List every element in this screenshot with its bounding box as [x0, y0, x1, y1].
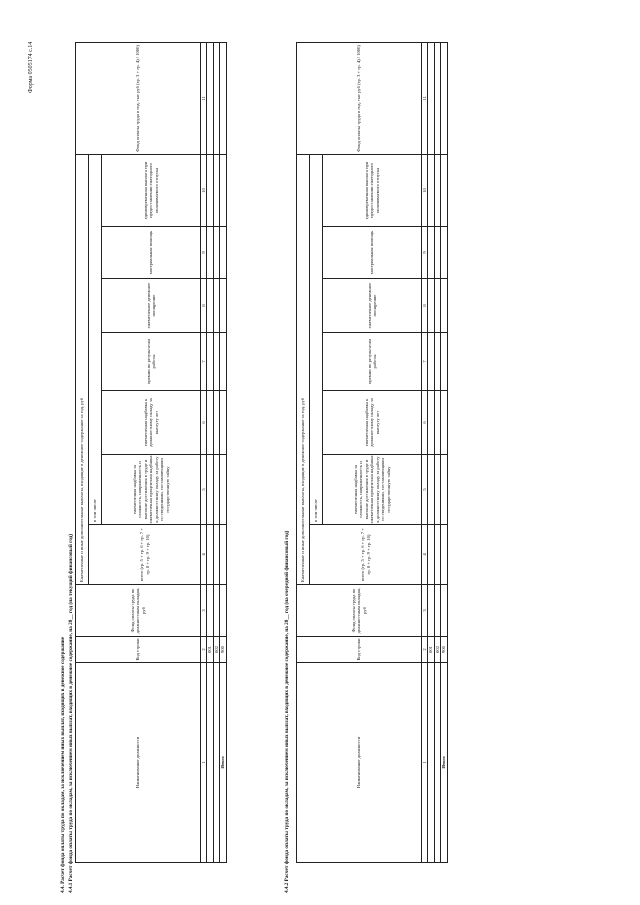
- header-col-7: премии по результатам работы: [101, 332, 201, 391]
- header-total: всего (гр. 5 + гр. 6 + гр. 7 + гр. 8 + г…: [309, 524, 422, 585]
- data-cell[interactable]: [440, 390, 448, 455]
- data-cell[interactable]: [440, 154, 448, 227]
- data-cell[interactable]: [219, 154, 227, 227]
- data-cell[interactable]: [219, 390, 227, 455]
- section-heading-4-4-2: 4.4.2 Расчет фонда оплаты труда по оклад…: [284, 530, 290, 893]
- section-heading-4-4-1: 4.4.1 Расчет фонда оплаты труда по оклад…: [68, 533, 74, 893]
- total-row: Итого 900: [219, 42, 227, 863]
- header-col-5: ежемесячная надбавка за сложность, напря…: [101, 454, 201, 525]
- header-incl: в том числе: [309, 154, 323, 525]
- header-col-6: ежемесячная надбавка к должностному окла…: [101, 390, 201, 455]
- row-code: 900: [219, 636, 227, 663]
- header-fund-salary: Фонд оплаты труда по должностным окладам…: [296, 584, 422, 637]
- data-cell[interactable]: [219, 278, 227, 333]
- header-position: Наименование должности: [296, 662, 422, 863]
- header-total: всего (гр. 5 + гр. 6 + гр. 7 + гр. 8 + г…: [88, 524, 201, 585]
- header-fund-year: Фонд оплаты труда в год, тыс руб (гр. 3 …: [75, 42, 201, 155]
- header-col-10: единовременная выплата при предоставлени…: [322, 154, 422, 227]
- total-label: Итого: [440, 662, 448, 863]
- data-cell[interactable]: [440, 278, 448, 333]
- data-cell[interactable]: [440, 226, 448, 279]
- header-fund-salary: Фонд оплаты труда по должностным окладам…: [75, 584, 201, 637]
- data-cell[interactable]: [219, 584, 227, 637]
- data-cell[interactable]: [440, 42, 448, 155]
- data-cell[interactable]: [440, 332, 448, 391]
- header-monthly-group: Ежемесячные и иные дополнительные выплат…: [296, 154, 310, 585]
- row-code: 900: [440, 636, 448, 663]
- section-heading-4-4: 4.4. Расчет фонда оплаты труда по оклада…: [60, 636, 66, 893]
- data-cell[interactable]: [219, 332, 227, 391]
- data-cell[interactable]: [440, 524, 448, 585]
- data-cell[interactable]: [219, 454, 227, 525]
- header-monthly-group: Ежемесячные и иные дополнительные выплат…: [75, 154, 89, 585]
- data-cell[interactable]: [219, 524, 227, 585]
- total-label: Итого: [219, 662, 227, 863]
- header-col-5: ежемесячная надбавка за сложность, напря…: [322, 454, 422, 525]
- header-col-6: ежемесячная надбавка к должностному окла…: [322, 390, 422, 455]
- header-code: Код строки: [296, 636, 422, 663]
- data-cell[interactable]: [440, 584, 448, 637]
- salary-fund-table-next-year: Наименование должности Код строки Фонд о…: [296, 42, 448, 863]
- header-col-7: премии по результатам работы: [322, 332, 422, 391]
- form-number: Форма 0505174 с.14: [28, 41, 34, 93]
- total-row: Итого 900: [440, 42, 448, 863]
- header-position: Наименование должности: [75, 662, 201, 863]
- header-col-8: ежемесячное денежное поощрение: [322, 278, 422, 333]
- header-col-10: единовременная выплата при предоставлени…: [101, 154, 201, 227]
- header-fund-year: Фонд оплаты труда в год, тыс руб (гр. 3 …: [296, 42, 422, 155]
- header-col-8: ежемесячное денежное поощрение: [101, 278, 201, 333]
- header-col-9: материальная помощь: [101, 226, 201, 279]
- salary-fund-table-current-year: Наименование должности Код строки Фонд о…: [75, 42, 227, 863]
- data-cell[interactable]: [219, 42, 227, 155]
- header-col-9: материальная помощь: [322, 226, 422, 279]
- header-code: Код строки: [75, 636, 201, 663]
- data-cell[interactable]: [219, 226, 227, 279]
- data-cell[interactable]: [440, 454, 448, 525]
- header-incl: в том числе: [88, 154, 102, 525]
